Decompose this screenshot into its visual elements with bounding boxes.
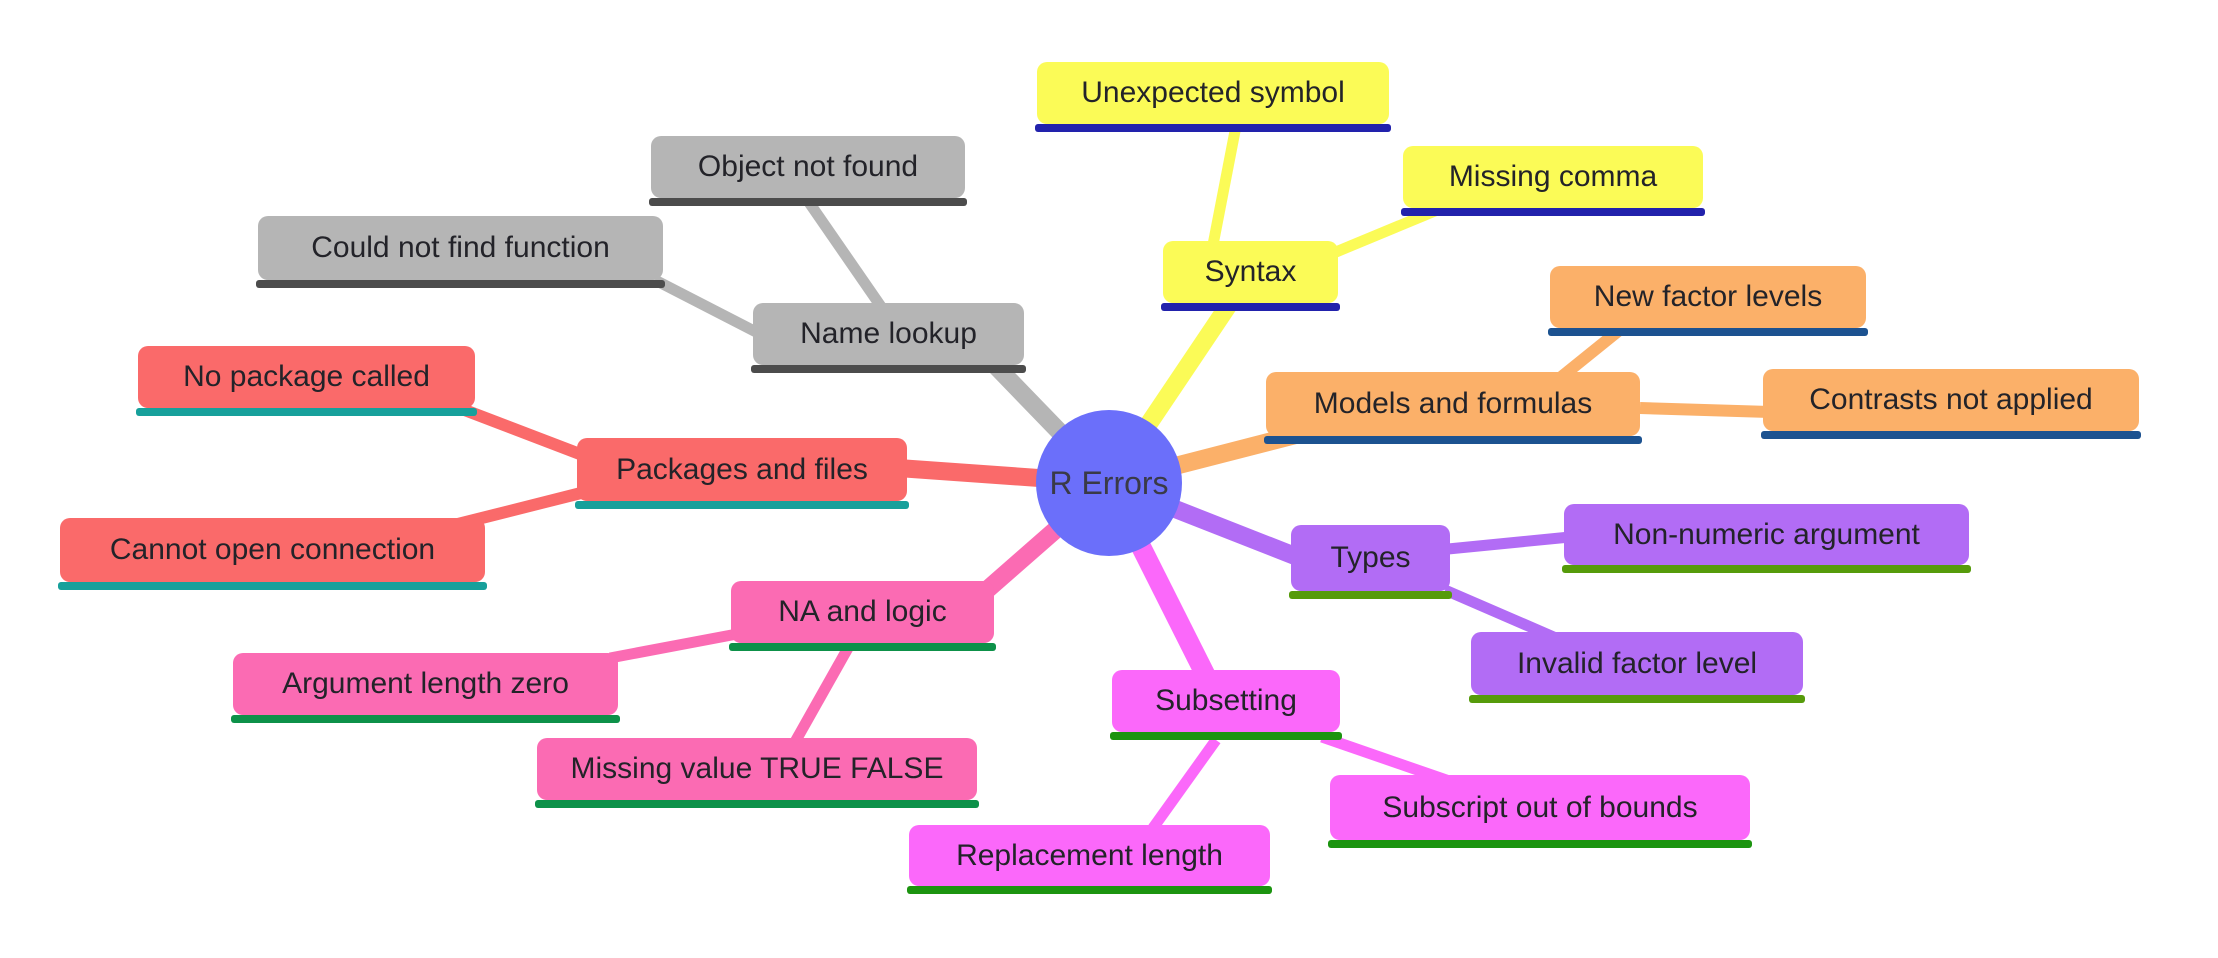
node-label-cannot-open-connection: Cannot open connection: [109, 533, 436, 566]
node-underline-could-not-find-function: [256, 280, 665, 288]
node-underline-argument-length-zero: [231, 715, 620, 723]
node-r-errors[interactable]: R Errors: [1036, 410, 1182, 556]
node-types[interactable]: Types: [1289, 525, 1452, 599]
node-label-no-package-called: No package called: [183, 360, 430, 393]
node-underline-contrasts-not-applied: [1761, 431, 2141, 439]
node-contrasts-not-applied[interactable]: Contrasts not applied: [1761, 369, 2141, 439]
node-object-not-found[interactable]: Object not found: [649, 136, 967, 206]
node-models-and-formulas[interactable]: Models and formulas: [1264, 372, 1642, 444]
node-unexpected-symbol[interactable]: Unexpected symbol: [1035, 62, 1391, 132]
node-label-replacement-length: Replacement length: [956, 838, 1223, 872]
node-name-lookup[interactable]: Name lookup: [751, 303, 1026, 373]
node-underline-no-package-called: [136, 408, 477, 416]
edge-na-missing-value: [790, 645, 853, 745]
node-label-packages-and-files: Packages and files: [616, 452, 868, 486]
node-label-subscript-out-of-bounds: Subscript out of bounds: [1382, 790, 1698, 824]
node-label-name-lookup: Name lookup: [800, 317, 977, 350]
root-node-label: R Errors: [1049, 464, 1169, 501]
node-label-missing-value-true-false: Missing value TRUE FALSE: [570, 752, 944, 785]
node-label-contrasts-not-applied: Contrasts not applied: [1809, 383, 2093, 416]
node-label-invalid-factor-level: Invalid factor level: [1516, 646, 1758, 680]
node-underline-missing-comma: [1401, 208, 1705, 216]
node-label-argument-length-zero: Argument length zero: [282, 667, 569, 700]
node-label-could-not-find-function: Could not find function: [311, 231, 610, 264]
node-label-types: Types: [1330, 541, 1411, 574]
node-underline-types: [1289, 591, 1452, 599]
edge-types-non-numeric: [1447, 531, 1571, 555]
node-underline-unexpected-symbol: [1035, 124, 1391, 132]
edge-packages-no-package: [459, 403, 588, 462]
node-underline-new-factor-levels: [1548, 328, 1868, 336]
edge-subsetting-subscript: [1320, 731, 1454, 788]
node-underline-packages-and-files: [575, 501, 909, 509]
node-underline-subsetting: [1110, 732, 1342, 740]
node-no-package-called[interactable]: No package called: [136, 346, 477, 416]
node-packages-and-files[interactable]: Packages and files: [575, 438, 909, 509]
node-underline-name-lookup: [751, 365, 1026, 373]
edge-subsetting-replacement: [1148, 736, 1221, 832]
node-underline-invalid-factor-level: [1469, 695, 1805, 703]
node-label-subsetting: Subsetting: [1155, 684, 1297, 717]
node-could-not-find-function[interactable]: Could not find function: [256, 216, 665, 288]
edge-namelookup-object-not-found: [801, 194, 887, 312]
node-label-na-and-logic: NA and logic: [778, 595, 947, 628]
node-missing-value-true-false[interactable]: Missing value TRUE FALSE: [535, 738, 979, 808]
node-underline-na-and-logic: [729, 643, 996, 651]
edge-models-new-factor-levels: [1556, 323, 1626, 383]
node-label-missing-comma: Missing comma: [1448, 160, 1658, 193]
edge-na-argument-length-zero: [608, 628, 739, 664]
node-label-syntax: Syntax: [1204, 255, 1297, 288]
node-underline-missing-value-true-false: [535, 800, 979, 808]
node-label-models-and-formulas: Models and formulas: [1313, 387, 1593, 420]
node-replacement-length[interactable]: Replacement length: [907, 825, 1272, 894]
node-underline-syntax: [1161, 303, 1340, 311]
node-underline-models-and-formulas: [1264, 436, 1642, 444]
edge-models-contrasts: [1639, 402, 1771, 418]
node-argument-length-zero[interactable]: Argument length zero: [231, 653, 620, 723]
node-underline-replacement-length: [907, 886, 1272, 894]
node-label-object-not-found: Object not found: [697, 150, 919, 183]
node-non-numeric-argument[interactable]: Non-numeric argument: [1562, 504, 1971, 573]
node-syntax[interactable]: Syntax: [1161, 241, 1340, 311]
node-label-new-factor-levels: New factor levels: [1593, 280, 1823, 313]
edge-namelookup-could-not-find: [652, 275, 763, 339]
node-na-and-logic[interactable]: NA and logic: [729, 581, 996, 651]
edge-types-invalid-factor: [1442, 584, 1559, 644]
node-subscript-out-of-bounds[interactable]: Subscript out of bounds: [1328, 775, 1752, 848]
node-underline-non-numeric-argument: [1562, 565, 1971, 573]
node-underline-subscript-out-of-bounds: [1328, 840, 1752, 848]
node-label-unexpected-symbol: Unexpected symbol: [1081, 76, 1345, 109]
node-cannot-open-connection[interactable]: Cannot open connection: [58, 518, 487, 590]
node-invalid-factor-level[interactable]: Invalid factor level: [1469, 632, 1805, 703]
node-new-factor-levels[interactable]: New factor levels: [1548, 266, 1868, 336]
node-missing-comma[interactable]: Missing comma: [1401, 146, 1705, 216]
node-underline-object-not-found: [649, 198, 967, 206]
node-label-non-numeric-argument: Non-numeric argument: [1613, 517, 1920, 551]
node-underline-cannot-open-connection: [58, 582, 487, 590]
edge-syntax-unexpected-symbol: [1206, 124, 1242, 252]
node-subsetting[interactable]: Subsetting: [1110, 670, 1342, 740]
